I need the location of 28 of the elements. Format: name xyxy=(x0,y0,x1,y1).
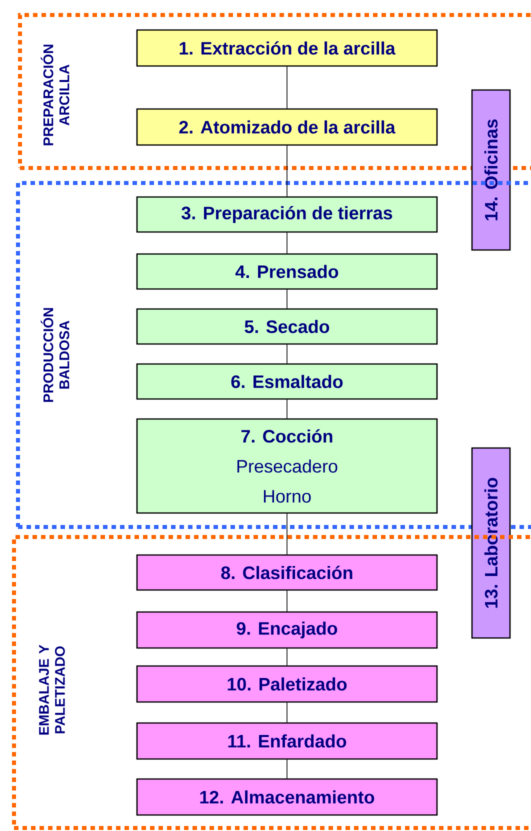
process-box: 1. Extracción de la arcilla xyxy=(136,29,438,67)
connector-line xyxy=(286,289,288,309)
process-box: 12. Almacenamiento xyxy=(136,778,438,816)
connector-line xyxy=(286,590,288,612)
process-box: 5. Secado xyxy=(136,308,438,345)
connector-line xyxy=(286,344,288,364)
connector-line xyxy=(286,232,288,254)
process-box: 10. Paletizado xyxy=(136,665,438,703)
group-label: EMBALAJE Y PALETIZADO xyxy=(39,644,65,735)
process-box: 9. Encajado xyxy=(136,611,438,649)
connector-line xyxy=(286,399,288,419)
group-label: PRODUCCIÓN BALDOSA xyxy=(40,308,70,402)
connector-line xyxy=(286,66,288,109)
process-box: 3. Preparación de tierras xyxy=(136,196,438,233)
process-box: 8. Clasificación xyxy=(136,554,438,591)
connector-line xyxy=(286,702,288,723)
process-box: 2. Atomizado de la arcilla xyxy=(136,108,438,146)
connector-line xyxy=(286,759,288,779)
connector-line xyxy=(286,513,288,555)
process-box: 7. Cocción Presecadero Horno xyxy=(136,418,438,514)
side-box: 13. Laboratorio xyxy=(471,447,511,639)
process-box: 11. Enfardado xyxy=(136,722,438,760)
connector-line xyxy=(286,145,288,197)
process-box: 6. Esmaltado xyxy=(136,363,438,400)
connector-line xyxy=(286,648,288,666)
group-label: PREPARACIÓN ARCILLA xyxy=(40,44,70,146)
side-box: 14. Oficinas xyxy=(471,89,511,251)
process-box: 4. Prensado xyxy=(136,253,438,290)
